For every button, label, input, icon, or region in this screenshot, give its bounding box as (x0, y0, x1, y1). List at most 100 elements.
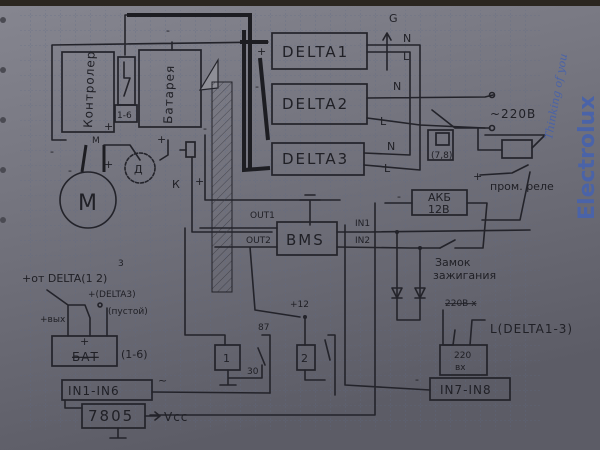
drive-wires (51, 14, 269, 141)
motor-minus: - (68, 164, 72, 177)
akb-line2: 12В (428, 203, 450, 216)
pin-30: 30 (247, 367, 259, 377)
start-relay-label: пром. реле (490, 180, 554, 193)
drive-section: Контролер М + - 1-6 Батарея - + М - + Д … (50, 13, 341, 293)
regulator-label: 7805 (88, 407, 134, 425)
diode-wires (396, 231, 421, 321)
relay-78-box (427, 129, 454, 161)
charger-delta1 (271, 32, 368, 70)
mains-terminal-2 (488, 124, 496, 132)
akb-plus: + (473, 170, 482, 183)
struck-220-label: 220В х (445, 299, 477, 309)
spiral-holes (0, 17, 6, 223)
in78-label: IN7-IN8 (440, 383, 492, 397)
contactor-wires (179, 134, 341, 233)
controller-m-terminal: М (92, 136, 100, 146)
brand-logo: Electrolux (575, 96, 600, 220)
battery-label: Батарея (161, 64, 177, 124)
relay-1-label: 1 (223, 352, 230, 365)
ac-wires (363, 44, 494, 171)
contactor-plus: + (195, 175, 204, 188)
bms-plus12: +12 (290, 300, 309, 310)
mains-switch (431, 109, 491, 129)
start-relay-coil (501, 139, 533, 159)
charger-bus (242, 30, 271, 173)
charger-delta1-label: DELTA1 (282, 43, 349, 61)
delta1-n: N (403, 32, 411, 45)
bms-in1: IN1 (355, 219, 370, 229)
coil-symbol (124, 152, 156, 184)
ignition-line2: зажигания (433, 269, 496, 282)
controller-plus: + (104, 120, 113, 133)
coil-wires (103, 139, 169, 161)
charger-delta2-label: DELTA2 (282, 95, 349, 113)
box-220-line1: 220 (454, 351, 471, 361)
akb-minus: - (397, 190, 401, 203)
coil-label: Д (134, 163, 143, 176)
delta1-l: L (403, 50, 410, 63)
hatched-harness (211, 81, 233, 293)
delta2-n: N (393, 80, 401, 93)
bms-box (276, 221, 338, 256)
charger-delta2 (271, 83, 368, 125)
in16-wires (64, 391, 271, 409)
bat-box (51, 335, 118, 367)
junction-dot (418, 246, 422, 250)
delta3-l: L (384, 162, 391, 175)
ignition-line1: Замок (435, 256, 471, 269)
contactor-minus: - (203, 122, 207, 135)
l-delta-label: L(DELTA1-3) (490, 322, 573, 336)
start-relay-wires (477, 127, 546, 221)
charger-delta3 (271, 142, 365, 176)
bat-plus: + (80, 335, 89, 348)
box-220 (439, 344, 488, 376)
delta2-l: L (380, 115, 387, 128)
delta3-label: +(DELTA3) (88, 290, 136, 300)
mains-label: ~220В (490, 107, 536, 121)
ignition-switch (384, 202, 488, 249)
motor-leads (80, 144, 106, 173)
battery-minus: - (166, 24, 170, 37)
fuse-label-box (114, 104, 138, 123)
bms-out2: OUT2 (246, 236, 271, 246)
chargers-section: DELTA1 DELTA2 DELTA3 + - G N L N L N L ~… (242, 12, 554, 221)
relay-2-label: 2 (301, 352, 308, 365)
bms-out1: OUT1 (250, 211, 275, 221)
box-220-line2: вх (455, 363, 466, 373)
ground-symbol-icon (299, 194, 321, 226)
lower-left-section: +от DELTA(1 2) 3 +(DELTA3) (пустой) +вых… (22, 259, 271, 439)
akb-line1: АКБ (428, 191, 451, 204)
charger-delta3-label: DELTA3 (282, 150, 349, 168)
contactor-label: К (172, 178, 180, 191)
battery-plus: + (157, 133, 166, 146)
relay-78-label: (7,8) (431, 151, 452, 161)
empty-terminal (97, 302, 103, 308)
controller-label: Контролер (81, 50, 98, 128)
out-plus-label: +вых (40, 315, 66, 325)
in16-label: IN1-IN6 (68, 384, 120, 398)
bms-in2: IN2 (355, 236, 370, 246)
from-delta-label: +от DELTA(1 2) (22, 272, 107, 285)
empty-label: (пустой) (108, 307, 148, 317)
diode-icon (391, 287, 426, 299)
relay-78-coil (435, 132, 450, 146)
fuse-icon (123, 61, 131, 97)
delta3-n: N (387, 140, 395, 153)
page-edge (0, 0, 600, 6)
junction-dot (395, 230, 399, 234)
bat-label: БАТ (72, 350, 99, 364)
bat-wires (46, 289, 108, 337)
pin-87: 87 (258, 323, 269, 333)
bat-range: (1-6) (121, 348, 148, 361)
in16-tilde: ~ (158, 374, 167, 387)
in16-box (61, 379, 153, 401)
motor-plus: + (104, 158, 113, 171)
in78-minus: - (415, 373, 419, 386)
in78-box (429, 377, 511, 401)
delta1-plus: + (257, 45, 266, 58)
in78-wires (149, 202, 431, 416)
ground-label: G (389, 12, 398, 25)
relay-2 (296, 344, 316, 371)
bms-section: BMS OUT1 OUT2 IN1 IN2 +12 АКБ 12В - + За… (149, 170, 573, 416)
